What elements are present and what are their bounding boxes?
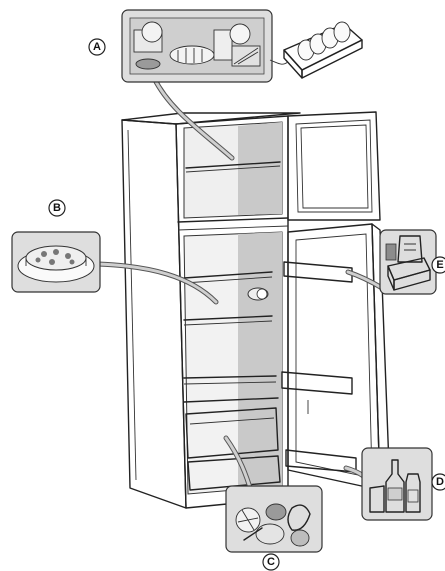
freezer-door	[288, 112, 380, 220]
label-c-marker: C	[263, 554, 279, 570]
label-b: B	[53, 202, 61, 214]
inset-b-pizza	[12, 232, 100, 292]
label-d-marker: D	[432, 474, 445, 490]
label-a-marker: A	[89, 39, 105, 55]
ice-tray-icon	[284, 22, 362, 78]
inset-d-bottles	[362, 448, 432, 520]
label-a: A	[93, 41, 101, 53]
label-b-marker: B	[49, 200, 65, 216]
label-c: C	[267, 556, 275, 568]
inset-c-vegetables	[226, 486, 322, 552]
fridge-body	[122, 113, 300, 508]
label-e: E	[436, 259, 443, 271]
label-d: D	[436, 476, 444, 488]
inset-e-dairy	[380, 230, 436, 294]
label-e-marker: E	[432, 257, 445, 273]
inset-a-frozen-food	[122, 10, 362, 82]
